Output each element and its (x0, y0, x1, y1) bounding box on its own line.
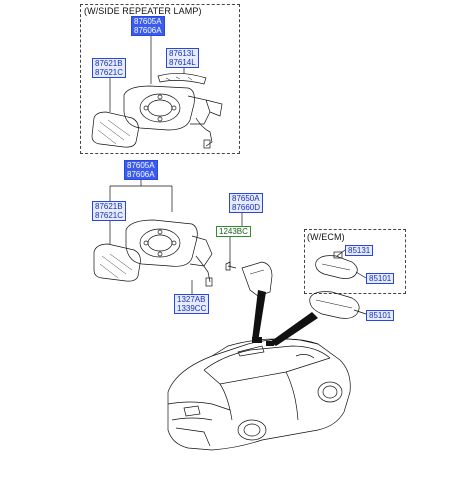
top-connector (203, 139, 211, 149)
car-illustration (167, 338, 351, 451)
top-repeater-lamp (157, 73, 207, 85)
leader-ecm-bracket (336, 249, 346, 257)
mid-connector (205, 277, 213, 287)
pointer-to-inner-mirror (270, 312, 318, 346)
side-repeater-lamp-caption: (W/SIDE REPEATER LAMP) (84, 6, 202, 16)
label-inner-mirror: 85101 (366, 310, 395, 321)
pointer-to-door-mirror (252, 290, 266, 342)
ecm-caption: (W/ECM) (307, 232, 345, 242)
top-mirror-housing (123, 85, 195, 131)
leader-ecm-mirror (355, 271, 367, 279)
top-mirror-glass (91, 111, 139, 148)
label-ecm-mirror: 85101 (366, 273, 395, 284)
mid-mirror-motor (139, 228, 181, 258)
ecm-bracket (333, 251, 343, 259)
side-repeater-lamp-group (80, 4, 240, 154)
label-mid-bolt: 1243BC (216, 226, 251, 237)
mid-mirror-housing (125, 219, 198, 267)
leader-inner-mirror (353, 309, 367, 315)
ecm-mirror-body (315, 255, 358, 279)
top-mirror-motor (139, 93, 181, 123)
mid-bolt (227, 265, 237, 269)
label-ecm-bracket: 85131 (345, 245, 374, 256)
inner-mirror-body (309, 291, 360, 319)
mid-mirror-glass (93, 243, 141, 282)
mid-mirror-cover (241, 261, 273, 297)
ecm-group (304, 229, 406, 294)
